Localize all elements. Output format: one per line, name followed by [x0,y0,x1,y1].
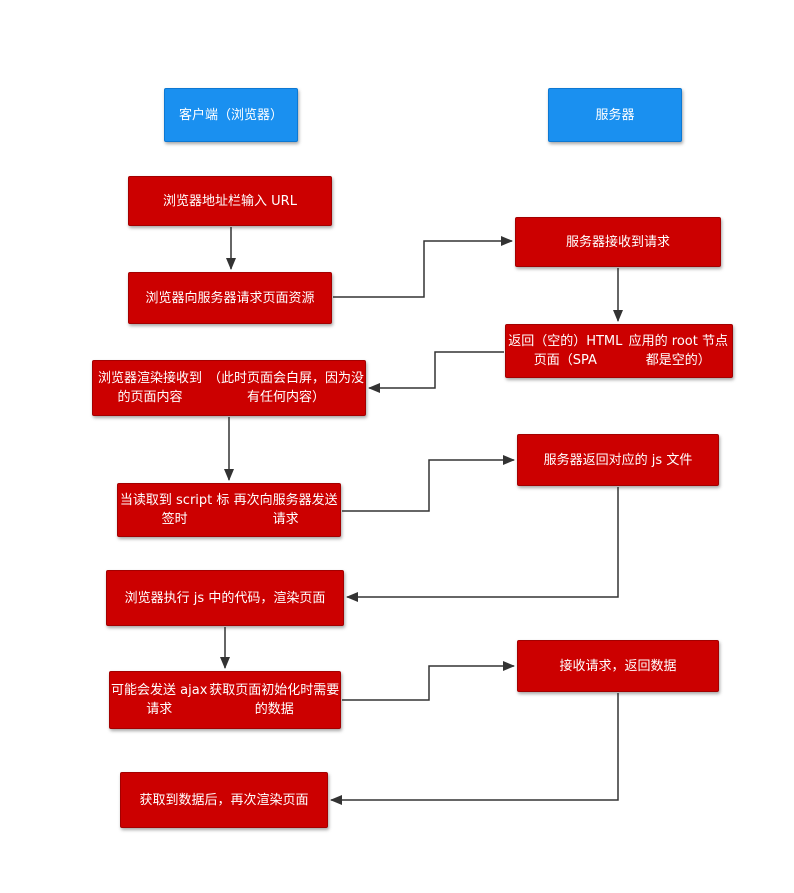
step-rerender-page-label: 获取到数据后，再次渲染页面 [139,792,309,808]
step-server-return-data-label: 接收请求，返回数据 [559,658,677,674]
arrow-request-to-server [333,236,513,298]
step-enter-url: 浏览器地址栏输入 URL [128,176,332,226]
step-enter-url-label: 浏览器地址栏输入 URL [163,193,297,209]
step-ajax-request-line1: 可能会发送 ajax 请求 [111,683,208,717]
step-render-page-line2: （此时页面会白屏，因为没有任何内容） [208,371,365,405]
step-read-script: 当读取到 script 标签时 再次向服务器发送请求 [117,483,341,537]
step-execute-js-label: 浏览器执行 js 中的代码，渲染页面 [124,590,326,606]
arrow-data-to-rerender [330,693,619,805]
step-execute-js: 浏览器执行 js 中的代码，渲染页面 [106,570,344,626]
arrow-html-to-render [368,351,504,393]
client-header-label: 客户端（浏览器） [178,107,283,123]
step-render-page-line1: 浏览器渲染接收到的页面内容 [98,371,203,405]
arrow-js-to-execute [346,487,619,602]
step-ajax-request-line2: 获取页面初始化时需要的数据 [209,683,340,717]
arrow-ajax-to-server [342,661,515,701]
step-server-return-html-line1: 返回（空的）HTML 页面（SPA [508,334,623,368]
step-read-script-line2: 再次向服务器发送请求 [233,493,338,527]
step-server-return-html: 返回（空的）HTML 页面（SPA 应用的 root 节点都是空的） [505,324,733,378]
step-render-page: 浏览器渲染接收到的页面内容 （此时页面会白屏，因为没有任何内容） [92,360,366,416]
step-rerender-page: 获取到数据后，再次渲染页面 [120,772,328,828]
step-request-page: 浏览器向服务器请求页面资源 [128,272,332,324]
step-server-receive-label: 服务器接收到请求 [565,234,670,250]
step-read-script-line1: 当读取到 script 标签时 [119,493,230,527]
server-header: 服务器 [548,88,682,142]
client-header: 客户端（浏览器） [164,88,298,142]
step-ajax-request: 可能会发送 ajax 请求 获取页面初始化时需要的数据 [109,671,341,729]
arrow-script-to-server [342,455,515,512]
step-server-return-js: 服务器返回对应的 js 文件 [517,434,719,486]
step-server-return-js-label: 服务器返回对应的 js 文件 [543,452,693,468]
step-server-return-data: 接收请求，返回数据 [517,640,719,692]
step-server-return-html-line2: 应用的 root 节点都是空的） [628,334,728,368]
step-request-page-label: 浏览器向服务器请求页面资源 [145,290,315,306]
step-server-receive: 服务器接收到请求 [515,217,721,267]
server-header-label: 服务器 [595,107,635,123]
